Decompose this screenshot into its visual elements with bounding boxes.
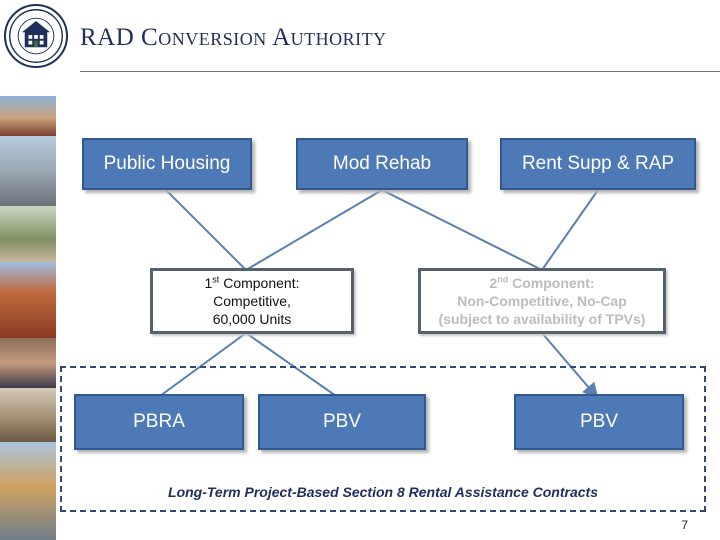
component-line: Competitive, — [213, 292, 291, 309]
source-box-public-housing: Public Housing — [82, 138, 252, 190]
connector-mod-rehab-to-2nd — [381, 189, 543, 271]
photo-construction — [0, 388, 56, 442]
page-number: 7 — [681, 518, 688, 532]
contracts-caption: Long-Term Project-Based Section 8 Rental… — [168, 484, 598, 500]
outcome-label: PBV — [322, 411, 362, 432]
title-divider — [80, 71, 720, 72]
component-heading: 2nd Component: — [489, 274, 595, 291]
page-title: RAD Conversion Authority — [80, 24, 387, 51]
component-box-second: 2nd Component: Non-Competitive, No-Cap (… — [418, 268, 666, 334]
outcome-box-pbv-2: PBV — [514, 394, 684, 450]
photo-trees — [0, 206, 56, 262]
connector-public-housing-to-1st — [165, 189, 247, 271]
source-box-mod-rehab: Mod Rehab — [296, 138, 468, 190]
component-line: 60,000 Units — [212, 311, 292, 328]
source-box-rent-supp-rap: Rent Supp & RAP — [500, 138, 696, 190]
component-box-first: 1st Component: Competitive, 60,000 Units — [150, 268, 354, 334]
photo-collage-strip — [0, 96, 56, 540]
outcome-box-pbv-1: PBV — [258, 394, 426, 450]
photo-apartment — [0, 262, 56, 338]
connector-mod-rehab-to-1st — [245, 189, 383, 271]
component-line: (subject to availability of TPVs) — [438, 311, 646, 328]
hud-seal-icon — [4, 4, 68, 68]
source-label: Mod Rehab — [332, 153, 432, 174]
photo-townhomes — [0, 442, 56, 540]
outcome-label: PBV — [579, 411, 619, 432]
contract-group-outline — [60, 366, 706, 512]
source-label: Rent Supp & RAP — [521, 153, 675, 174]
component-line: Non-Competitive, No-Cap — [457, 292, 627, 309]
component-heading: 1st Component: — [204, 274, 300, 291]
outcome-label: PBRA — [133, 411, 185, 432]
photo-skyline — [0, 136, 56, 206]
source-label: Public Housing — [103, 153, 231, 174]
photo-building-red — [0, 96, 56, 136]
outcome-box-pbra: PBRA — [74, 394, 244, 450]
connector-rent-supp-to-2nd — [541, 189, 599, 271]
photo-residents — [0, 338, 56, 388]
